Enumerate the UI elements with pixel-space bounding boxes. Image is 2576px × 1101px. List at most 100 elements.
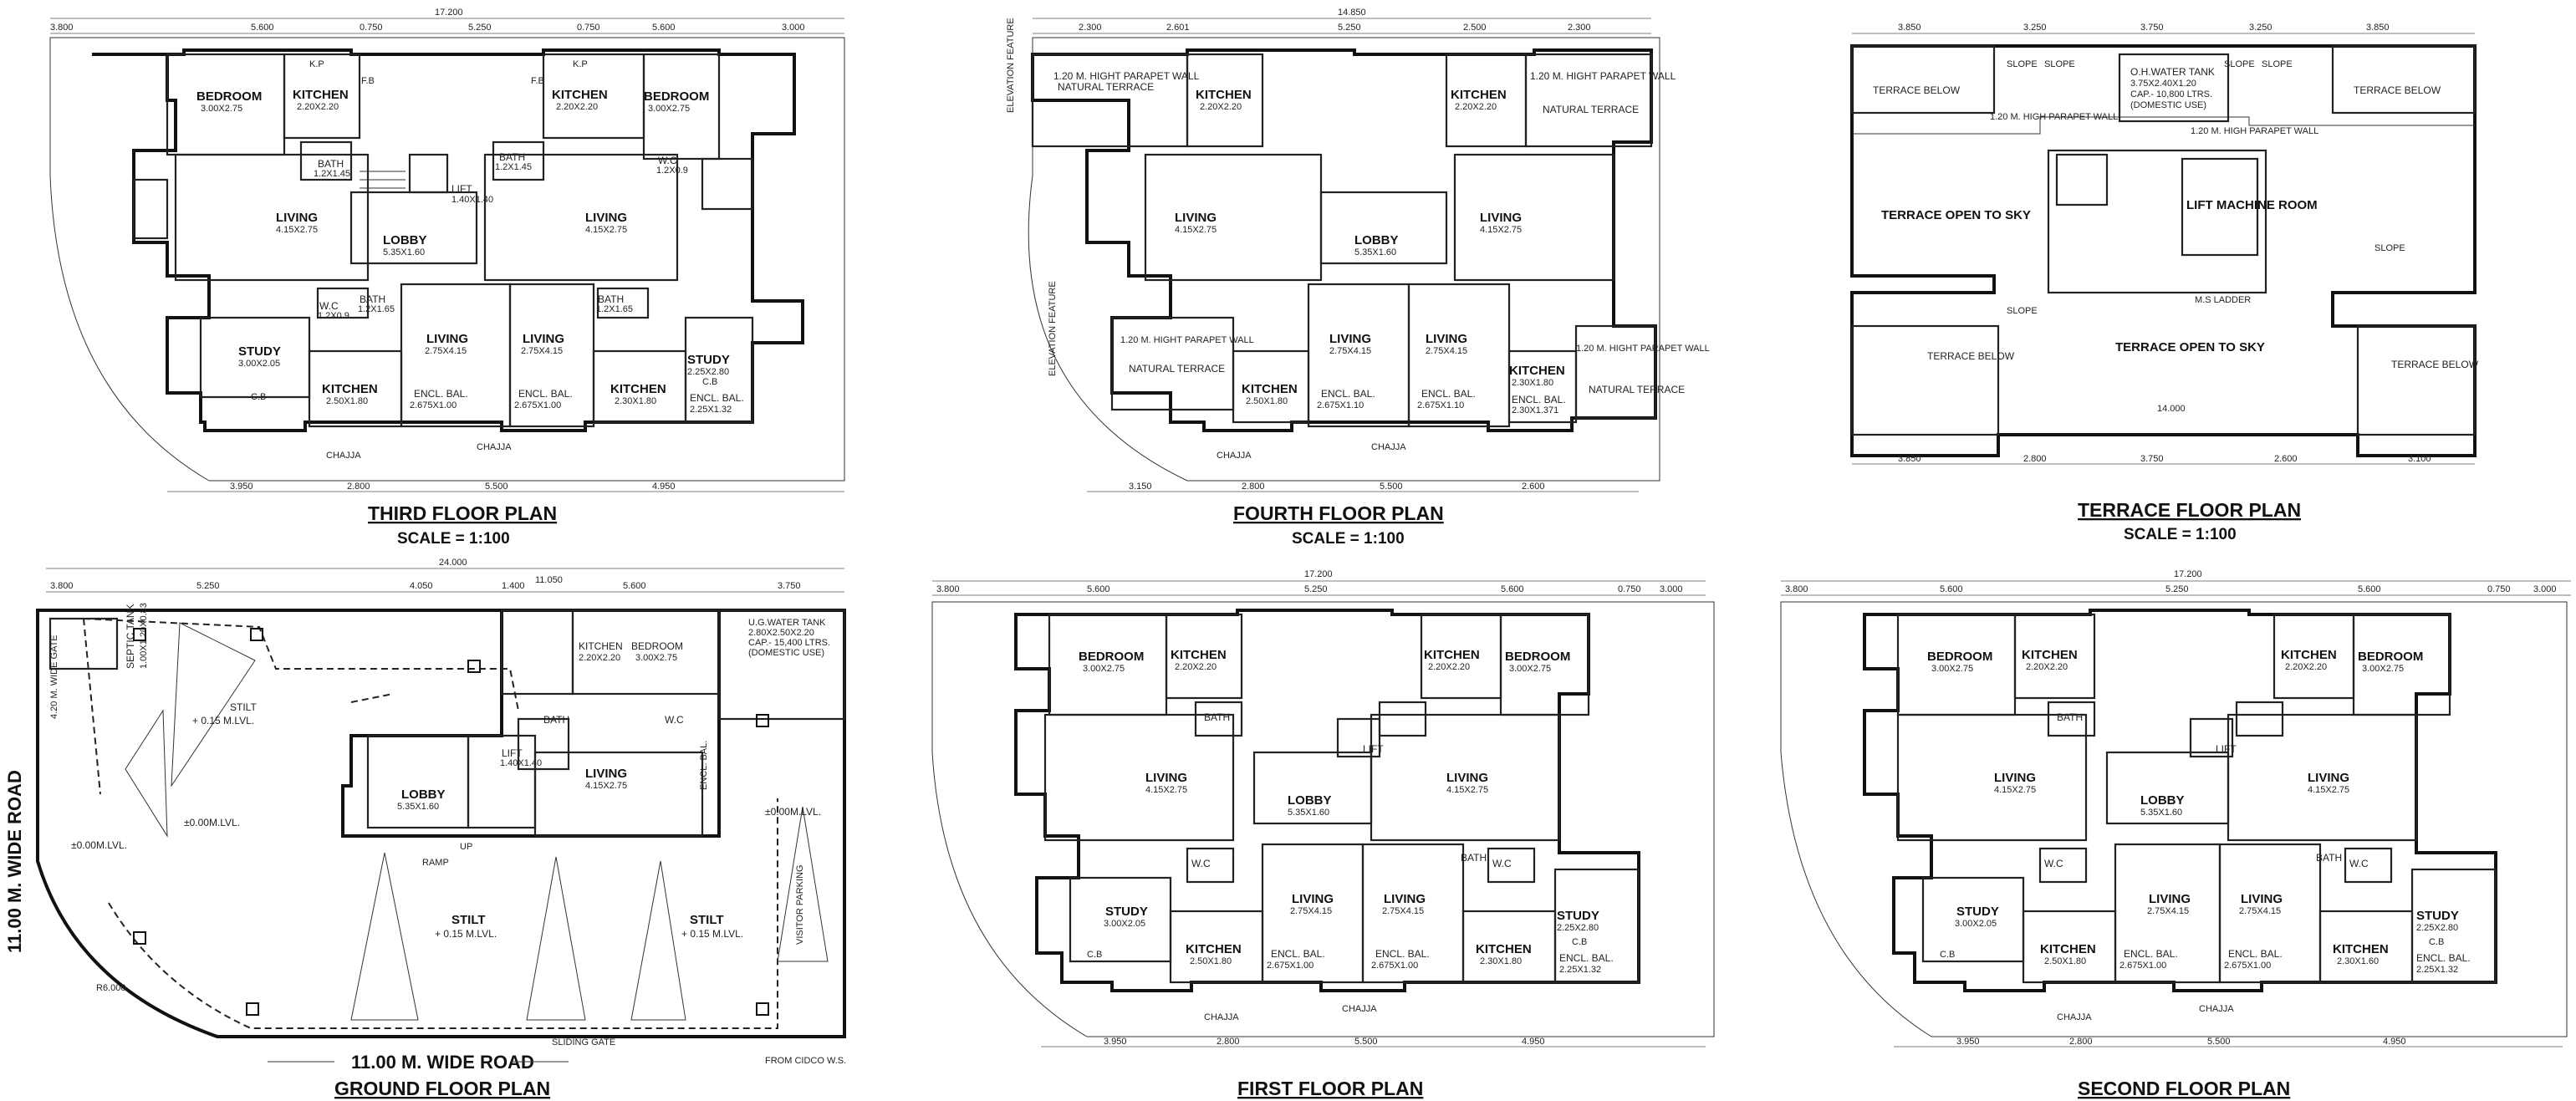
room-size: 2.50X1.80 bbox=[1190, 956, 1232, 966]
dim: 3.800 bbox=[50, 23, 74, 33]
label: BATH bbox=[2057, 711, 2083, 723]
road-label: 11.00 M. WIDE ROAD bbox=[351, 1052, 534, 1073]
room-size: 2.30X1.80 bbox=[1512, 378, 1553, 388]
room-size: 3.00X2.05 bbox=[1104, 919, 1145, 929]
dim: 0.750 bbox=[1618, 584, 1641, 594]
dim: 5.600 bbox=[1940, 584, 1963, 594]
room-name: KITCHEN bbox=[610, 382, 666, 396]
room-size: 3.00X2.75 bbox=[1509, 664, 1551, 674]
label: W.C bbox=[1191, 858, 1211, 869]
room-name: LOBBY bbox=[401, 788, 446, 802]
room-size: 2.75X4.15 bbox=[425, 346, 467, 356]
second-floor-plan: 17.200 3.800 5.600 5.250 5.600 0.750 3.0… bbox=[1780, 569, 2571, 1099]
dim: 4.950 bbox=[1522, 1037, 1545, 1047]
room-size: 2.20X2.20 bbox=[1455, 102, 1497, 112]
room-name: BATH bbox=[598, 293, 624, 305]
room-name: NATURAL TERRACE bbox=[1129, 363, 1225, 375]
label: ±0.00M.LVL. bbox=[765, 806, 821, 818]
dim: 2.300 bbox=[1568, 23, 1591, 33]
dim: 5.500 bbox=[2207, 1037, 2231, 1047]
dim: 5.600 bbox=[652, 23, 676, 33]
dim: 3.750 bbox=[778, 581, 801, 591]
room-size: 1.2X1.65 bbox=[596, 304, 633, 314]
room-name: BEDROOM bbox=[196, 89, 262, 104]
dim: 3.750 bbox=[2140, 23, 2164, 33]
room-name: TERRACE BELOW bbox=[1927, 350, 2015, 362]
label: FROM CIDCO W.S. bbox=[765, 1056, 846, 1066]
room-name: KITCHEN bbox=[2281, 648, 2337, 662]
room-name: ENCL. BAL. bbox=[690, 392, 744, 404]
room-name: TERRACE BELOW bbox=[2354, 84, 2441, 96]
room-name: KITCHEN bbox=[552, 88, 608, 102]
room-name: KITCHEN bbox=[322, 382, 378, 396]
dim: 3.750 bbox=[2140, 454, 2164, 464]
room-size: 3.00X2.75 bbox=[2362, 664, 2404, 674]
room-name: LIVING bbox=[2149, 892, 2191, 906]
dim: 0.750 bbox=[2487, 584, 2511, 594]
room-size: 4.15X2.75 bbox=[1480, 225, 1522, 235]
room-size: 5.35X1.60 bbox=[397, 802, 439, 812]
dim: 4.950 bbox=[652, 482, 676, 492]
room-size: 5.35X1.60 bbox=[2140, 808, 2182, 818]
room-size: NATURAL TERRACE bbox=[1058, 81, 1154, 93]
label: CHAJJA bbox=[1342, 1004, 1377, 1014]
room-size: 2.20X2.20 bbox=[297, 102, 339, 112]
room-size: 4.15X2.75 bbox=[2308, 785, 2349, 795]
room-name: LIVING bbox=[1384, 892, 1426, 906]
room-name: LIVING bbox=[1175, 211, 1217, 225]
room-size: 2.80X2.50X2.20 bbox=[748, 628, 814, 638]
label: SLOPE bbox=[2262, 59, 2293, 69]
room-name: LIVING bbox=[585, 767, 627, 781]
overall-dim: 14.850 bbox=[1338, 8, 1366, 18]
label: CHAJJA bbox=[1204, 1012, 1239, 1022]
room-size: 2.20X2.20 bbox=[1200, 102, 1242, 112]
dim: 0.750 bbox=[577, 23, 600, 33]
label: ELEVATION FEATURE bbox=[1006, 18, 1016, 113]
label: M.S LADDER bbox=[2195, 295, 2251, 305]
dim: 0.750 bbox=[360, 23, 383, 33]
room-name: LIVING bbox=[2241, 892, 2283, 906]
dim: 3.000 bbox=[782, 23, 805, 33]
room-size: 2.75X4.15 bbox=[1329, 346, 1371, 356]
room-name: TERRACE OPEN TO SKY bbox=[1881, 208, 2031, 222]
label: C.B bbox=[702, 377, 717, 387]
room-name: BATH bbox=[360, 293, 385, 305]
dim: 3.950 bbox=[1104, 1037, 1127, 1047]
dim: 3.800 bbox=[936, 584, 960, 594]
room-size: 2.75X4.15 bbox=[2239, 906, 2281, 916]
dim: 5.600 bbox=[2358, 584, 2381, 594]
room-name: LIVING bbox=[585, 211, 627, 225]
label: W.C bbox=[665, 714, 684, 726]
room-size: 2.75X4.15 bbox=[2147, 906, 2189, 916]
room-name: KITCHEN bbox=[293, 88, 349, 102]
dim: 1.400 bbox=[502, 581, 525, 591]
room-size: 2.50X1.80 bbox=[1246, 396, 1288, 406]
dim: 5.250 bbox=[1304, 584, 1328, 594]
dim: 3.950 bbox=[230, 482, 253, 492]
room-name: LIVING bbox=[1292, 892, 1334, 906]
dim: 5.500 bbox=[485, 482, 508, 492]
third-floor-plan: 17.200 3.800 5.600 0.750 5.250 0.750 5.6… bbox=[49, 8, 845, 548]
room-size: 1.2X1.45 bbox=[314, 169, 350, 179]
label: C.B bbox=[2429, 937, 2444, 947]
room-name: ENCL. BAL. bbox=[1559, 952, 1614, 964]
room-name: 1.20 M. HIGHT PARAPET WALL bbox=[1053, 70, 1200, 82]
room-size: 1.2X1.45 bbox=[495, 162, 532, 172]
room-size: 3.00X2.75 bbox=[1931, 664, 1973, 674]
dim: 2.800 bbox=[2069, 1037, 2093, 1047]
first-floor-plan: 17.200 3.800 5.600 5.250 5.600 0.750 3.0… bbox=[931, 569, 1715, 1099]
label: F.B bbox=[531, 76, 544, 86]
dim: 3.850 bbox=[2366, 23, 2390, 33]
label: 1.20 M. HIGHT PARAPET WALL bbox=[1120, 335, 1254, 345]
label: VISITOR PARKING bbox=[795, 864, 805, 945]
room-size: 3.00X2.75 bbox=[648, 104, 690, 114]
label: 1.20 M. HIGH PARAPET WALL bbox=[2191, 126, 2318, 136]
room-name: KITCHEN bbox=[1196, 88, 1252, 102]
room-name: BEDROOM bbox=[2358, 650, 2423, 664]
dim: 5.500 bbox=[1380, 482, 1403, 492]
room-name: W.C bbox=[658, 155, 677, 166]
room-size: 2.30X1.371 bbox=[1512, 405, 1558, 415]
terrace-floor-plan: 3.850 3.250 3.750 3.250 3.850 TERRACE BE… bbox=[1850, 23, 2479, 543]
label: BATH bbox=[543, 714, 569, 726]
